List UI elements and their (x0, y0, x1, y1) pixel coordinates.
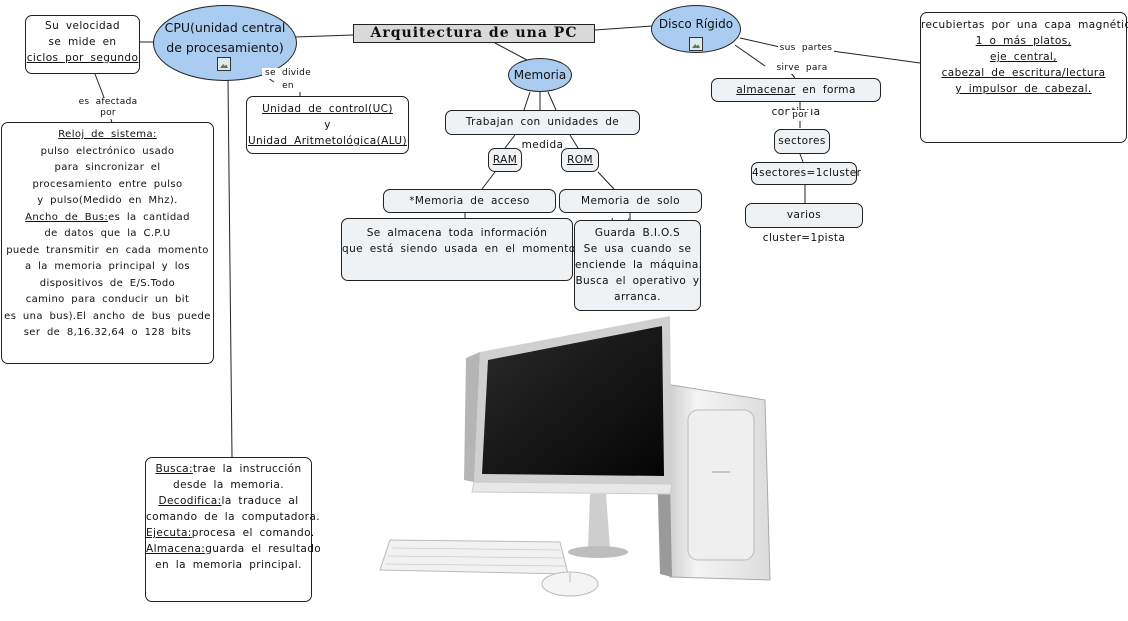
ciclo-step-text: guarda el resultado (205, 543, 322, 555)
ciclo-step-name: Almacena: (146, 543, 206, 555)
unidad-control: Unidad de control(UC) (262, 103, 393, 115)
almacena-box: Se almacena toda información que está si… (341, 218, 580, 281)
reloj-title: Reloj de sistema: (58, 129, 157, 140)
sirve-para-label: sirve para (773, 63, 831, 74)
ciclo-step-name: Decodifica: (158, 495, 222, 507)
partes-line: 1 o más platos, (975, 35, 1072, 47)
ciclo-step-text: la traduce al (221, 495, 299, 507)
bios-line: enciende la máquina. (575, 259, 703, 271)
ciclo-step-text: en la memoria principal. (155, 559, 302, 571)
en-label: en (278, 81, 298, 92)
ciclo-line: Almacena:guarda el resultado (146, 541, 321, 557)
ciclo-line: desde la memoria. (146, 477, 311, 493)
almacenar-word: almacenar (736, 84, 796, 96)
pista-box: varios cluster=1pista (745, 203, 863, 244)
disco-partes-box: recubiertas por una capa magnética. 1 o … (920, 12, 1128, 143)
bus-line: dispositivos de E/S.Todo (39, 277, 176, 289)
bus-title: Ancho de Bus: (25, 211, 109, 223)
ciclo-step-name: Busca: (155, 463, 193, 475)
afectada-label: es afectada por (68, 97, 148, 119)
velocidad-line: Su velocidad (45, 20, 120, 32)
bios-line: Guarda B.I.O.S (594, 227, 681, 239)
ciclo-line: Decodifica:la traduce al (146, 493, 311, 509)
reloj-sistema-box: Reloj de sistema: pulso electrónico usad… (1, 122, 214, 364)
ciclo-step-text: trae la instrucción (192, 463, 302, 475)
velocidad-line: ciclos por segundo (26, 52, 139, 64)
rom-desc-box: Memoria de solo lectura (559, 189, 702, 229)
por-label: por (789, 110, 811, 121)
image-attachment-icon[interactable] (217, 57, 231, 71)
unidades-conj: y (324, 119, 331, 131)
bus-line: es una bus).El ancho de bus puede (4, 310, 211, 322)
partes-line: y impulsor de cabezal. (955, 83, 1092, 95)
partes-line: eje central, (990, 51, 1057, 63)
ram-box: RAM (488, 148, 522, 172)
desktop-computer-illustration (379, 316, 771, 597)
cpu-label-line1: CPU(unidad central (164, 20, 286, 35)
cluster-box: 4sectores=1cluster (751, 162, 861, 185)
reloj-line: y pulso(Medido en Mhz). (37, 195, 178, 206)
velocidad-line: se mide en (48, 36, 117, 48)
trabajan-box: Trabajan con unidades de medida (445, 110, 640, 151)
bus-line: puede transmitir en cada momento (6, 244, 209, 256)
cpu-label-line2: de procesamiento) (166, 40, 284, 55)
se-divide-label: se divide (262, 68, 314, 79)
ciclo-step-name: Ejecuta: (146, 527, 192, 539)
almacena-line: que está siendo usada en el momento. (342, 243, 580, 255)
ciclo-step-text: procesa el comando. (191, 527, 315, 539)
ciclo-step-text: comando de la computadora. (146, 511, 320, 523)
bus-line: a la memoria principal y los (24, 261, 191, 272)
reloj-line: pulso electrónico usado (40, 145, 175, 157)
bios-line: Busca el operativo y (575, 275, 700, 287)
partes-line: recubiertas por una capa magnética. (921, 19, 1128, 31)
almacenar-box: almacenar en forma continua (711, 78, 881, 118)
rom-box: ROM (561, 148, 599, 172)
disco-label: Disco Rígido (658, 17, 734, 31)
bus-line: es la cantidad (108, 211, 190, 223)
memoria-node: Memoria (508, 58, 572, 92)
bios-line: Se usa cuando se (583, 243, 692, 255)
reloj-line: para sincronizar el (54, 162, 161, 173)
bios-line: arranca. (614, 291, 661, 303)
velocidad-box: Su velocidad se mide en ciclos por segun… (25, 15, 140, 74)
ciclo-instruccion-box: Busca:trae la instrucción desde la memori… (145, 457, 321, 602)
sectores-box: sectores (774, 129, 830, 154)
bios-box: Guarda B.I.O.S Se usa cuando se enciende… (574, 220, 703, 311)
unidades-box: Unidad de control(UC) y Unidad Aritmetol… (246, 96, 409, 154)
ciclo-line: Ejecuta:procesa el comando. (146, 525, 314, 541)
unidad-alu: Unidad Aritmetológica(ALU) (247, 135, 408, 147)
image-attachment-icon[interactable] (689, 37, 703, 51)
ciclo-step-text: desde la memoria. (173, 479, 284, 491)
reloj-line: procesamiento entre pulso (32, 178, 183, 190)
ciclo-line: en la memoria principal. (146, 557, 311, 573)
ram-desc-box: *Memoria de acceso aleatorio (383, 189, 556, 229)
partes-line: cabezal de escritura/lectura (941, 67, 1106, 79)
sus-partes-label: sus partes (778, 43, 834, 54)
ciclo-line: Busca:trae la instrucción (146, 461, 311, 477)
ciclo-rows: Busca:trae la instrucción desde la memori… (146, 461, 321, 573)
bus-line: de datos que la C.P.U (44, 228, 171, 239)
diagram-title: Arquitectura de una PC (353, 24, 595, 43)
ciclo-line: comando de la computadora. (146, 509, 320, 525)
almacena-line: Se almacena toda información (366, 227, 548, 239)
bus-line: ser de 8,16.32,64 o 128 bits (23, 327, 192, 338)
bus-line: camino para conducir un bit (25, 294, 190, 305)
